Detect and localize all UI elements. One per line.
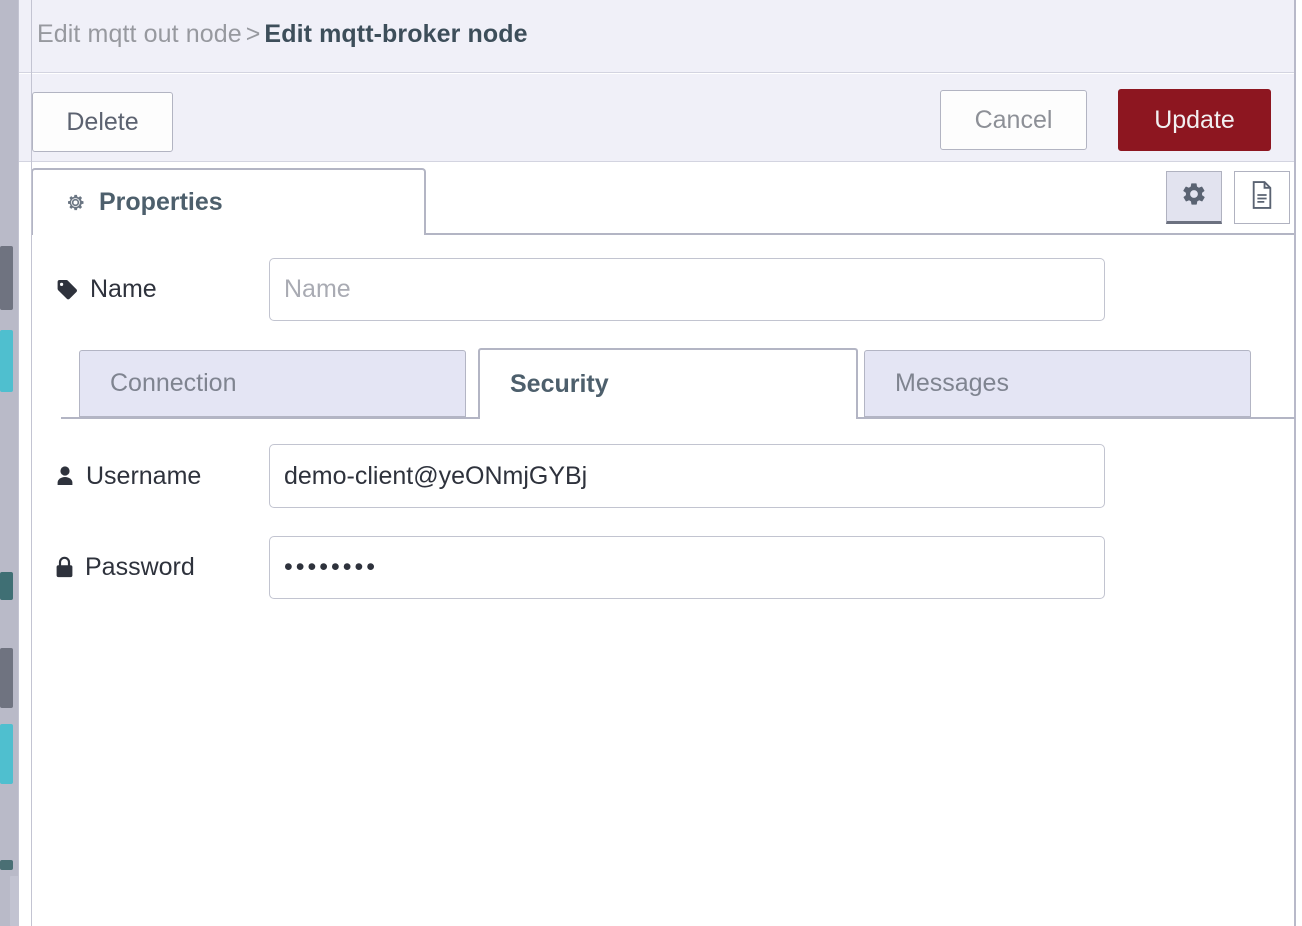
description-document-button[interactable]	[1234, 171, 1290, 224]
gear-icon	[1181, 181, 1207, 212]
tab-properties-label: Properties	[99, 188, 223, 216]
name-label: Name	[55, 275, 269, 304]
subtab-security[interactable]: Security	[478, 348, 858, 419]
password-input[interactable]	[269, 536, 1105, 599]
username-label-text: Username	[86, 461, 202, 490]
name-input[interactable]	[269, 258, 1105, 321]
password-label-text: Password	[85, 553, 195, 581]
tab-baseline	[426, 233, 1294, 235]
dialog-header: Edit mqtt out node>Edit mqtt-broker node	[19, 0, 1294, 73]
password-label: Password	[55, 553, 269, 582]
properties-form: Name Connection Security Messages	[19, 236, 1295, 926]
dialog-left-edge	[31, 0, 32, 926]
lock-icon	[55, 556, 74, 579]
form-row-username: Username	[55, 444, 1105, 508]
security-subtab-row: Connection Security Messages	[61, 348, 1295, 420]
settings-gear-button[interactable]	[1166, 171, 1222, 224]
delete-button[interactable]: Delete	[32, 92, 173, 152]
gear-icon	[64, 191, 87, 214]
node-sliver-dot	[0, 860, 13, 870]
form-row-password: Password	[55, 536, 1105, 599]
subtab-connection[interactable]: Connection	[79, 350, 466, 417]
node-sliver-dark	[0, 572, 13, 600]
breadcrumb-parent[interactable]: Edit mqtt out node	[37, 20, 242, 48]
node-sliver-grey	[0, 246, 13, 310]
node-sliver-teal2	[0, 724, 13, 784]
edit-node-dialog: Edit mqtt out node>Edit mqtt-broker node…	[18, 0, 1296, 926]
subtab-messages[interactable]: Messages	[864, 350, 1251, 417]
subtab-messages-label: Messages	[895, 369, 1009, 397]
document-icon	[1249, 180, 1275, 215]
node-sliver-teal	[0, 330, 13, 392]
form-row-name: Name	[55, 258, 1105, 321]
breadcrumb: Edit mqtt out node>Edit mqtt-broker node	[37, 20, 528, 49]
flow-canvas-background	[0, 0, 22, 926]
node-sliver-grey2	[0, 648, 13, 708]
subtab-connection-label: Connection	[110, 369, 237, 397]
username-label: Username	[55, 462, 269, 491]
breadcrumb-current: Edit mqtt-broker node	[264, 20, 528, 48]
user-icon	[55, 465, 75, 487]
tag-icon	[55, 278, 79, 302]
breadcrumb-separator: >	[245, 20, 261, 48]
update-button[interactable]: Update	[1118, 89, 1271, 151]
tab-properties[interactable]: Properties	[31, 168, 426, 235]
username-input[interactable]	[269, 444, 1105, 508]
dialog-tab-row: Properties	[19, 163, 1294, 236]
subtab-security-label: Security	[510, 370, 609, 398]
dialog-button-bar: Delete Cancel Update	[19, 74, 1294, 162]
name-label-text: Name	[90, 275, 157, 303]
cancel-button[interactable]: Cancel	[940, 90, 1087, 150]
